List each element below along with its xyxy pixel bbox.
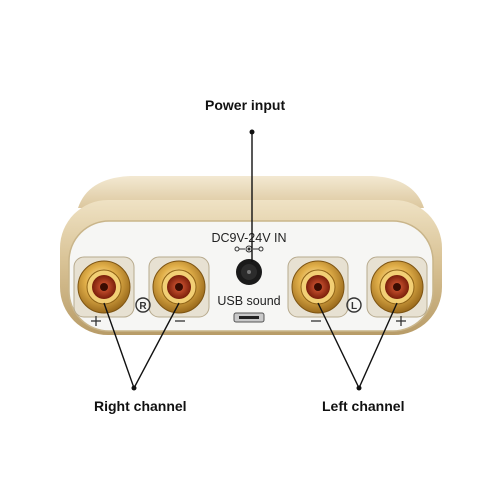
rca-jack-left-minus — [287, 256, 349, 318]
dc-power-jack — [236, 259, 262, 285]
right-channel-marker: R — [135, 297, 151, 313]
micro-usb-port — [233, 312, 265, 323]
usb-sound-label: USB sound — [217, 294, 280, 308]
rca-jack-right-minus — [148, 256, 210, 318]
left-channel-callout: Left channel — [322, 398, 405, 414]
dc-input-label: DC9V-24V IN — [211, 231, 286, 245]
callout-lines — [103, 132, 398, 389]
callout-dots — [131, 129, 362, 391]
polarity-marks — [91, 316, 406, 326]
rca-jack-left-plus — [366, 256, 428, 318]
right-channel-callout: Right channel — [94, 398, 187, 414]
left-channel-marker: L — [346, 297, 362, 313]
svg-text:R: R — [139, 301, 147, 312]
power-input-callout: Power input — [205, 97, 286, 113]
svg-text:L: L — [351, 301, 357, 312]
rca-jack-right-plus — [73, 256, 135, 318]
